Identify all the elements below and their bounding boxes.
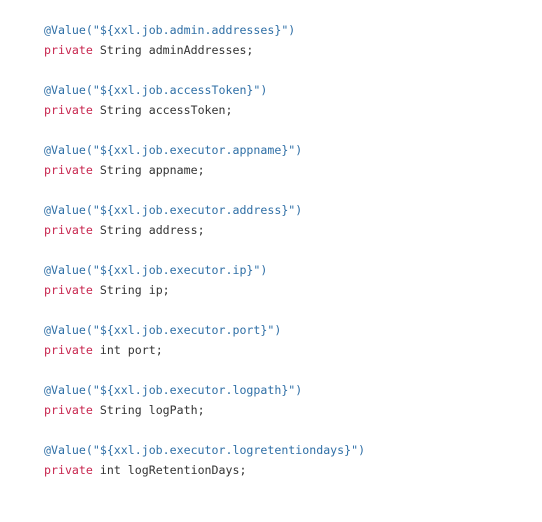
field-group-access-token: @Value("${xxl.job.accessToken}") private… <box>44 80 524 120</box>
annotation-line: @Value("${xxl.job.executor.logretentiond… <box>44 443 366 457</box>
field-declaration: String logPath; <box>92 403 205 417</box>
annotation-line: @Value("${xxl.job.executor.address}") <box>44 203 303 217</box>
keyword-private: private <box>44 223 93 237</box>
annotation-line: @Value("${xxl.job.accessToken}") <box>44 83 268 97</box>
keyword-private: private <box>44 103 93 117</box>
declaration-line: private int logRetentionDays; <box>44 460 524 480</box>
declaration-line: private String ip; <box>44 280 524 300</box>
keyword-private: private <box>44 403 93 417</box>
field-group-ip: @Value("${xxl.job.executor.ip}") private… <box>44 260 524 300</box>
declaration-line: private String appname; <box>44 160 524 180</box>
field-declaration: int port; <box>92 343 163 357</box>
field-group-logretentiondays: @Value("${xxl.job.executor.logretentiond… <box>44 440 524 480</box>
field-declaration: int logRetentionDays; <box>92 463 247 477</box>
field-declaration: String address; <box>92 223 205 237</box>
declaration-line: private String logPath; <box>44 400 524 420</box>
keyword-private: private <box>44 343 93 357</box>
declaration-line: private int port; <box>44 340 524 360</box>
keyword-private: private <box>44 283 93 297</box>
annotation-line: @Value("${xxl.job.executor.logpath}") <box>44 383 303 397</box>
field-declaration: String accessToken; <box>92 103 233 117</box>
field-declaration: String appname; <box>92 163 205 177</box>
keyword-private: private <box>44 463 93 477</box>
field-group-appname: @Value("${xxl.job.executor.appname}") pr… <box>44 140 524 180</box>
declaration-line: private String address; <box>44 220 524 240</box>
annotation-line: @Value("${xxl.job.executor.ip}") <box>44 263 268 277</box>
declaration-line: private String adminAddresses; <box>44 40 524 60</box>
field-group-admin-addresses: @Value("${xxl.job.admin.addresses}") pri… <box>44 20 524 60</box>
annotation-line: @Value("${xxl.job.executor.appname}") <box>44 143 303 157</box>
keyword-private: private <box>44 43 93 57</box>
field-declaration: String adminAddresses; <box>92 43 254 57</box>
declaration-line: private String accessToken; <box>44 100 524 120</box>
annotation-line: @Value("${xxl.job.executor.port}") <box>44 323 282 337</box>
annotation-line: @Value("${xxl.job.admin.addresses}") <box>44 23 296 37</box>
field-group-address: @Value("${xxl.job.executor.address}") pr… <box>44 200 524 240</box>
code-block: @Value("${xxl.job.admin.addresses}") pri… <box>44 20 524 500</box>
field-group-port: @Value("${xxl.job.executor.port}") priva… <box>44 320 524 360</box>
field-declaration: String ip; <box>92 283 170 297</box>
keyword-private: private <box>44 163 93 177</box>
field-group-logpath: @Value("${xxl.job.executor.logpath}") pr… <box>44 380 524 420</box>
